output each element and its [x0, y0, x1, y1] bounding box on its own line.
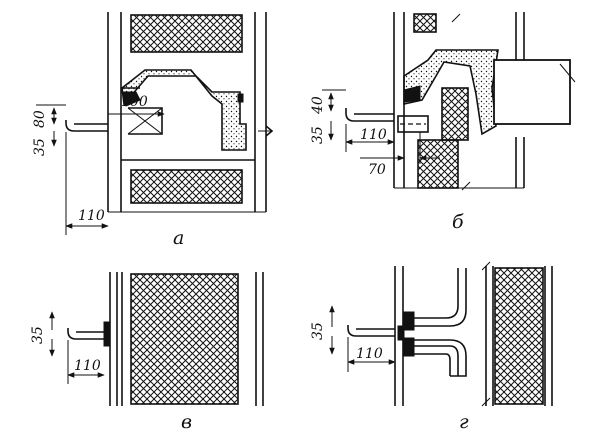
dim-110: 110 — [356, 346, 383, 362]
panel-a: 80 35 100 110 а — [32, 12, 274, 249]
dim-35: 35 — [310, 322, 326, 340]
insulation-block — [494, 267, 544, 405]
dim-110: 110 — [360, 127, 387, 143]
caption-a: а — [173, 227, 184, 249]
dim-100: 100 — [121, 94, 148, 110]
dim-80: 80 — [32, 110, 48, 128]
concrete-profile — [403, 49, 499, 136]
dim-35: 35 — [32, 138, 48, 156]
concrete-profile — [121, 69, 247, 151]
insulation-block-bottom — [130, 169, 243, 204]
panel-v: 35 110 в — [30, 272, 264, 433]
insulation-mid — [441, 87, 469, 141]
dim-110: 110 — [78, 208, 105, 224]
dim-35: 35 — [310, 126, 326, 144]
insulation-block-top — [130, 14, 243, 53]
beam — [493, 59, 571, 125]
panel-g: 35 110 г — [310, 261, 553, 433]
insulation-block — [130, 273, 239, 405]
panel-b: 40 35 110 70 б — [310, 12, 576, 233]
caption-b: б — [452, 211, 464, 233]
dim-35: 35 — [30, 326, 46, 344]
dim-40: 40 — [310, 96, 326, 115]
caption-g: г — [459, 411, 469, 433]
dim-70: 70 — [368, 162, 386, 178]
insulation-small-top — [413, 13, 437, 33]
insulation-lower — [417, 139, 459, 189]
caption-v: в — [181, 411, 192, 433]
pipe-lower — [414, 339, 467, 377]
dim-110: 110 — [74, 358, 101, 374]
pipe-upper — [414, 268, 467, 327]
